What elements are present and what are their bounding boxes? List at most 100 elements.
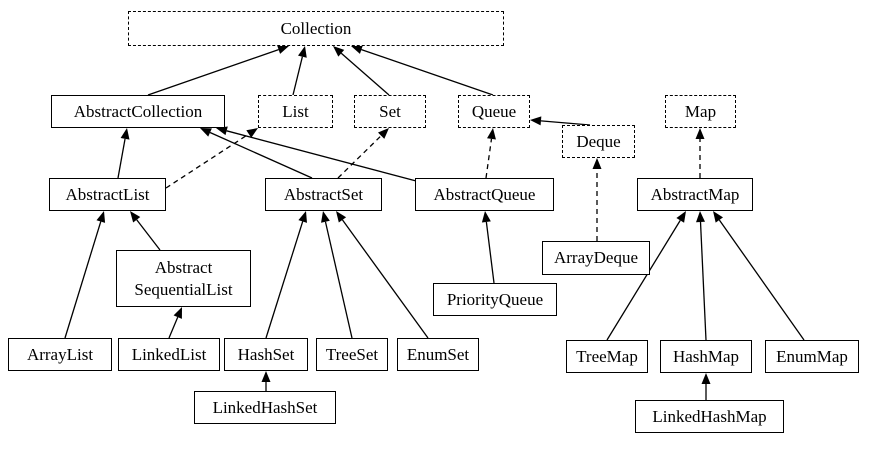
node-collection: Collection	[128, 11, 504, 46]
edge-list-to-collection	[292, 46, 307, 96]
edge-abstract-set-to-abstract-collection	[200, 128, 313, 179]
edge-enum-set-to-abstract-set	[336, 211, 429, 339]
edge-line	[485, 138, 493, 179]
arrowhead-icon	[246, 128, 258, 138]
edge-line	[64, 221, 102, 339]
node-linked-list-label: LinkedList	[131, 344, 207, 364]
arrowhead-icon	[487, 128, 496, 140]
arrowhead-icon	[130, 211, 141, 223]
node-abstract-set: AbstractSet	[265, 178, 382, 211]
arrowhead-icon	[321, 211, 330, 223]
node-linked-hash-set-label: LinkedHashSet	[212, 397, 318, 417]
edge-priority-queue-to-abstract-queue	[481, 211, 495, 284]
node-tree-map-label: TreeMap	[576, 346, 638, 366]
edge-line	[168, 316, 179, 339]
node-abstract-list-label: AbstractList	[65, 184, 150, 204]
node-linked-hash-map-label: LinkedHashMap	[652, 406, 767, 426]
edge-line	[337, 135, 382, 179]
edge-abstract-queue-to-queue	[485, 128, 496, 179]
edge-line	[117, 138, 126, 179]
arrowhead-icon	[333, 46, 345, 57]
node-hash-map: HashMap	[660, 340, 752, 373]
node-enum-map: EnumMap	[765, 340, 859, 373]
node-tree-set-label: TreeSet	[325, 344, 379, 364]
node-set: Set	[354, 95, 426, 128]
arrowhead-icon	[351, 45, 363, 54]
edge-line	[209, 131, 313, 179]
edge-line	[136, 219, 161, 251]
arrowhead-icon	[676, 211, 686, 223]
arrowhead-icon	[592, 158, 602, 169]
edge-line	[340, 52, 390, 96]
node-abstract-sequential-list-label-line1: Abstract	[154, 257, 213, 277]
edge-abstract-queue-to-abstract-collection	[216, 126, 421, 183]
edge-line	[540, 120, 591, 126]
edge-linked-hash-map-to-hash-map	[701, 373, 711, 400]
edge-line	[699, 221, 707, 341]
node-enum-set: EnumSet	[397, 338, 479, 371]
edge-abstract-collection-to-collection	[147, 45, 289, 96]
node-enum-map-label: EnumMap	[776, 346, 848, 366]
node-abstract-sequential-list-text: Abstract SequentialList	[134, 257, 232, 301]
arrowhead-icon	[216, 126, 228, 136]
edge-abstract-list-to-list	[165, 128, 258, 189]
edge-abstract-set-to-set	[337, 128, 389, 179]
node-abstract-map-label: AbstractMap	[650, 184, 740, 204]
arrowhead-icon	[173, 307, 182, 319]
node-enum-set-label: EnumSet	[406, 344, 470, 364]
node-array-deque: ArrayDeque	[542, 241, 650, 275]
arrowhead-icon	[336, 211, 347, 223]
arrowhead-icon	[261, 371, 271, 382]
arrowhead-icon	[120, 128, 130, 140]
node-priority-queue: PriorityQueue	[433, 283, 557, 316]
edge-array-list-to-abstract-list	[64, 211, 106, 339]
edge-enum-map-to-abstract-map	[713, 211, 805, 341]
arrowhead-icon	[481, 211, 491, 223]
edge-line	[292, 56, 304, 96]
edge-line	[341, 219, 429, 339]
node-hash-set: HashSet	[224, 338, 308, 371]
node-abstract-queue-label: AbstractQueue	[433, 184, 536, 204]
node-hash-map-label: HashMap	[672, 346, 740, 366]
arrowhead-icon	[200, 128, 212, 137]
edge-queue-to-collection	[351, 45, 494, 96]
node-abstract-list: AbstractList	[49, 178, 166, 211]
node-array-list: ArrayList	[8, 338, 112, 371]
node-deque: Deque	[562, 125, 635, 158]
node-linked-hash-set: LinkedHashSet	[194, 391, 336, 424]
node-collection-label: Collection	[280, 18, 352, 38]
node-hash-set-label: HashSet	[237, 344, 295, 364]
edge-tree-set-to-abstract-set	[321, 211, 353, 339]
node-list: List	[258, 95, 333, 128]
arrowhead-icon	[96, 211, 106, 223]
node-queue-label: Queue	[471, 101, 517, 121]
arrowhead-icon	[277, 45, 289, 54]
node-map-label: Map	[684, 101, 717, 121]
edge-line	[226, 130, 421, 183]
edge-abstract-map-to-map	[695, 128, 705, 178]
node-array-list-label: ArrayList	[26, 344, 94, 364]
node-array-deque-label: ArrayDeque	[553, 248, 638, 267]
edge-deque-to-queue	[530, 116, 591, 126]
edge-line	[324, 221, 353, 339]
edge-hash-set-to-abstract-set	[265, 211, 307, 339]
node-linked-hash-map: LinkedHashMap	[635, 400, 784, 433]
node-queue: Queue	[458, 95, 530, 128]
node-tree-set: TreeSet	[316, 338, 388, 371]
node-map: Map	[665, 95, 736, 128]
node-deque-label: Deque	[576, 131, 621, 151]
node-abstract-queue: AbstractQueue	[415, 178, 554, 211]
edge-set-to-collection	[333, 46, 390, 96]
arrowhead-icon	[298, 46, 307, 58]
arrowhead-icon	[713, 211, 724, 223]
edge-line	[147, 48, 279, 96]
node-set-label: Set	[379, 101, 401, 121]
node-abstract-sequential-list: Abstract SequentialList	[116, 250, 251, 307]
node-abstract-sequential-list-label-line2: SequentialList	[134, 279, 233, 299]
edge-linked-hash-set-to-hash-set	[261, 371, 271, 391]
edge-line	[606, 220, 681, 341]
edge-line	[718, 219, 805, 341]
edge-abstract-list-to-abstract-collection	[117, 128, 130, 179]
arrowhead-icon	[298, 211, 307, 223]
